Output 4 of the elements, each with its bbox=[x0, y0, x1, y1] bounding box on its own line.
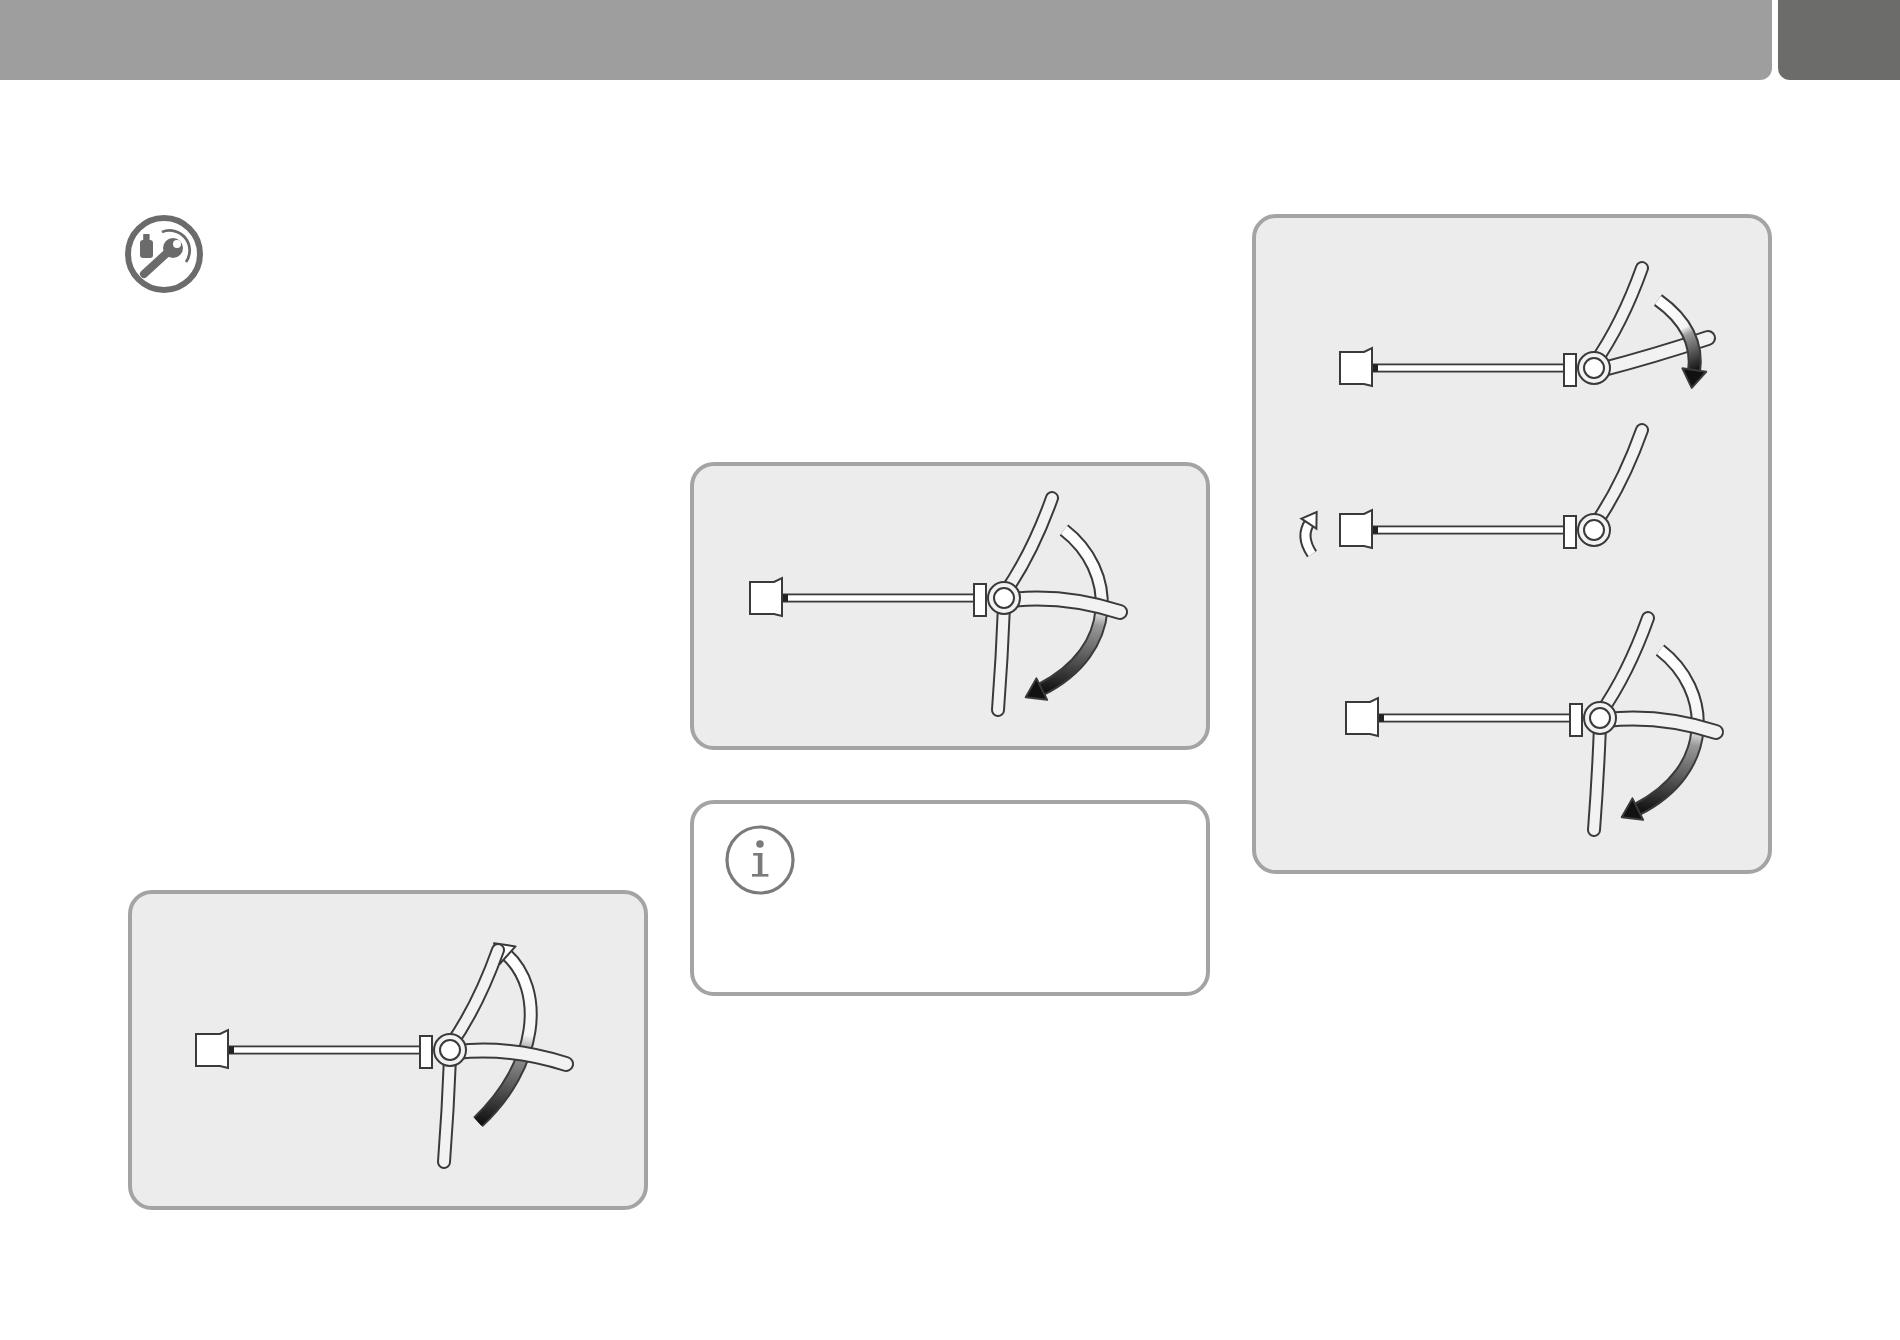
illustration-panel bbox=[128, 890, 648, 1210]
illustration-panel bbox=[1252, 214, 1772, 874]
illustration-panel bbox=[690, 462, 1210, 750]
info-box bbox=[690, 800, 1210, 996]
